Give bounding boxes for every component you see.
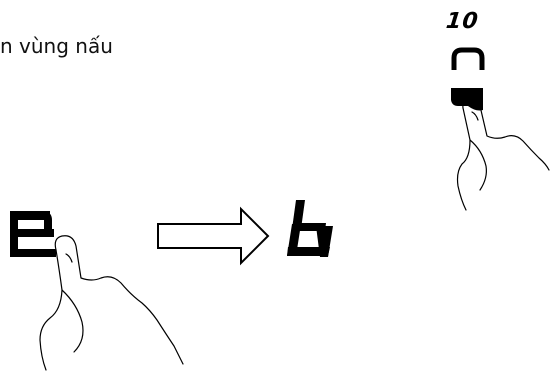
left-finger-icon [39,235,184,371]
slider-key-icon [451,47,485,111]
cooking-zone-key-icon [10,211,56,257]
instruction-caption: n vùng nấu [0,34,113,58]
display-b-segment-glyph [287,200,333,257]
right-finger-icon [456,98,550,211]
right-arrow-icon [157,206,270,266]
